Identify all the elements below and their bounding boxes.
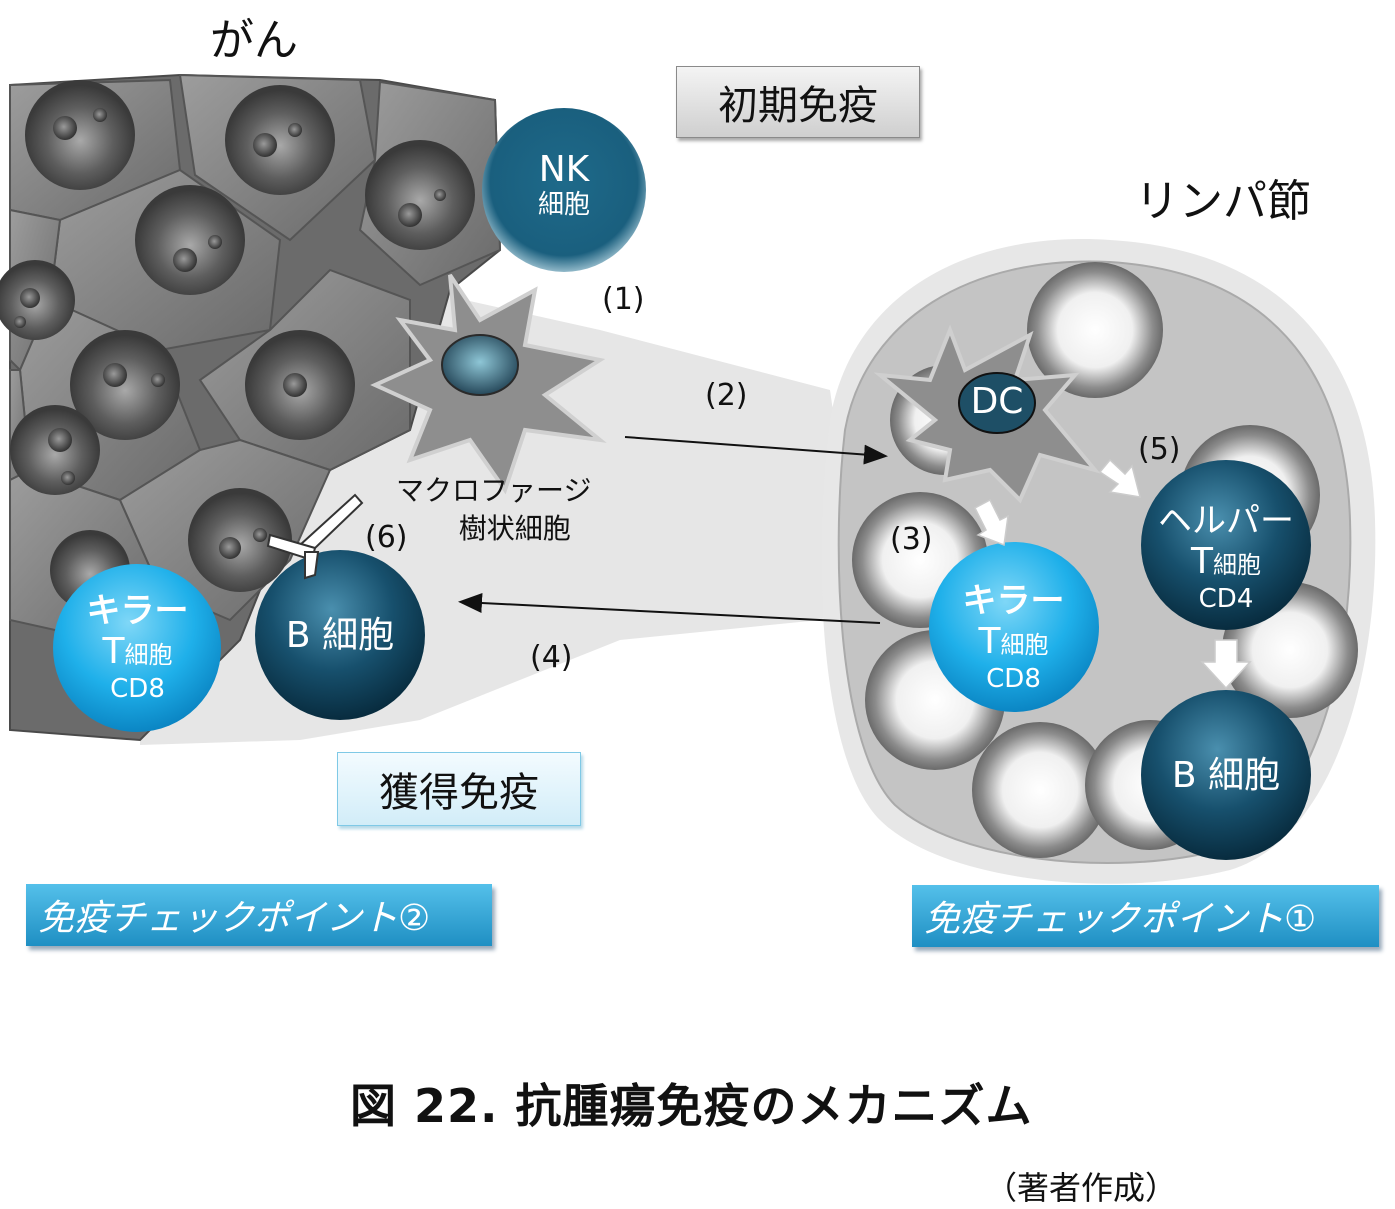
step-1-label: (1) [602,282,645,317]
checkpoint-1-banner: 免疫チェックポイント① [912,885,1379,947]
arrow-2 [624,436,888,465]
dc-label: DC [970,381,1024,422]
nk-cell [482,108,646,272]
innate-immunity-box: 初期免疫 [676,66,920,138]
figure-caption: 図 22. 抗腫瘍免疫のメカニズム [350,1079,1033,1133]
step-5-label: (5) [1138,432,1181,467]
white-arrows [974,458,1252,690]
killer-t-cell-right [929,542,1099,712]
macrophage-cell [370,273,607,495]
b-cell-left-label: B 細胞 [285,615,395,656]
dendritic-cell [873,324,1101,504]
killer-t-left-label: キラー T細胞 CD8 [86,591,189,704]
antibody-icon [266,493,364,580]
step-2-label: (2) [705,378,748,413]
checkpoint-2-banner: 免疫チェックポイント② [26,884,492,946]
b-cell-left [255,550,425,720]
b-cell-right [1141,690,1311,860]
macrophage-dc-label: マクロファージ樹状細胞 [396,474,592,545]
arrow-4 [458,593,881,624]
b-cell-right-label: B 細胞 [1171,755,1281,796]
step-3-label: (3) [890,522,933,557]
step-4-label: (4) [530,640,573,675]
step-6-label: (6) [365,520,408,555]
helper-t-cell [1141,460,1311,630]
lymph-node-label: リンパ節 [1135,176,1311,227]
nk-cell-label: NK 細胞 [537,149,590,220]
killer-t-right-label: キラー T細胞 CD8 [962,581,1065,694]
killer-t-cell-left [53,564,221,732]
acquired-immunity-box: 獲得免疫 [337,752,581,826]
author-note: （著者作成） [985,1169,1178,1207]
cancer-label: がん [210,15,298,66]
helper-t-label: ヘルパー T細胞 CD4 [1158,501,1294,614]
